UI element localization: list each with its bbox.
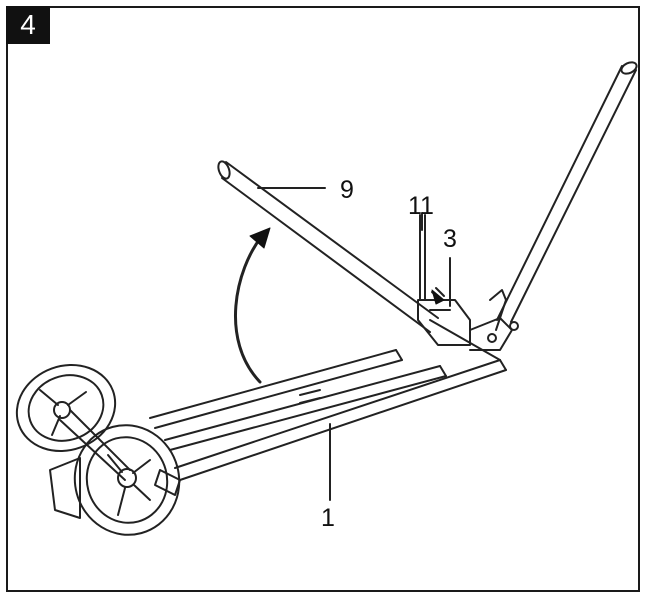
wheel-axle xyxy=(59,409,131,481)
foot-plate xyxy=(49,457,81,519)
callout-1: 1 xyxy=(321,504,335,532)
lift-direction-arrow xyxy=(233,234,264,384)
callout-3: 3 xyxy=(443,225,457,253)
step-number-badge: 4 xyxy=(6,6,50,44)
callout-11: 11 xyxy=(408,192,434,220)
left-handle-tube xyxy=(217,160,439,333)
arrowhead-icon xyxy=(249,227,271,249)
front-wheel xyxy=(73,424,181,536)
callout-9: 9 xyxy=(340,176,354,204)
figure-frame xyxy=(6,6,640,592)
base-frame xyxy=(149,319,507,496)
right-handle-tube xyxy=(496,61,638,323)
rear-wheel xyxy=(15,363,117,453)
down-arrow-icon xyxy=(431,289,445,305)
locking-pin xyxy=(419,214,426,301)
